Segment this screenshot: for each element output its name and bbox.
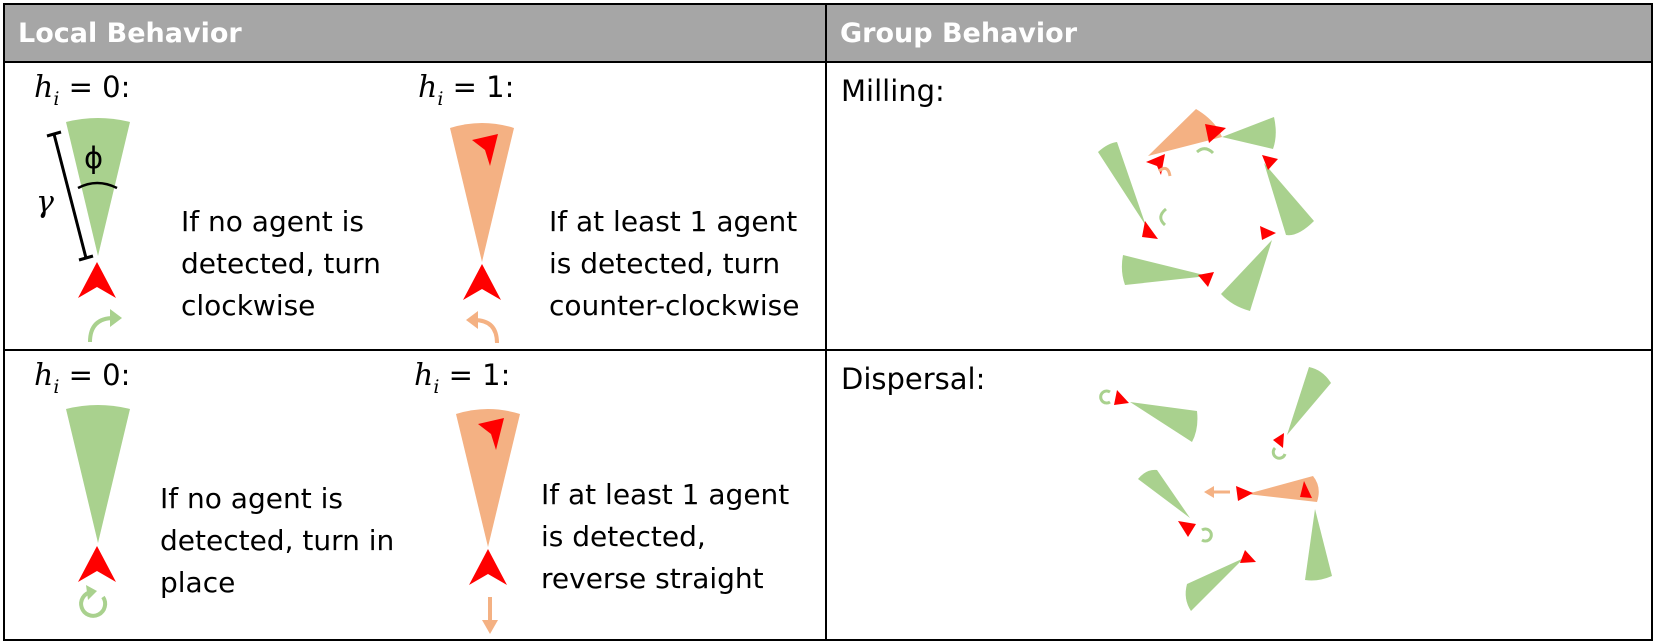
row1-right-cell: hi = 1: If at least 1 agent is detected,…	[418, 70, 799, 344]
table-grid	[3, 3, 1653, 641]
row2-left-h-label: hi = 0:	[34, 358, 130, 398]
row1-left-cell: hi = 0: ϕ γ If no agent is detected, tur…	[34, 70, 381, 343]
row1-group-cell: Milling:	[841, 74, 1314, 311]
row2-left-desc-line1: If no agent is	[160, 482, 343, 515]
row1-right-desc-line3: counter-clockwise	[549, 289, 799, 322]
row1-right-desc-line2: is detected, turn	[549, 247, 780, 280]
row2-left-desc-line3: place	[160, 566, 235, 599]
row1-left-desc-line2: detected, turn	[181, 247, 381, 280]
row1-left-desc-line3: clockwise	[181, 289, 315, 322]
row2-right-desc-line3: reverse straight	[541, 562, 764, 595]
range-bar	[52, 133, 88, 259]
row2-right-h-label: hi = 1:	[414, 358, 510, 398]
phi-label: ϕ	[84, 141, 103, 175]
table-header-row	[4, 4, 1652, 62]
detected-agent-marker	[472, 134, 498, 166]
dispersal-label: Dispersal:	[841, 362, 985, 396]
gamma-label: γ	[36, 185, 54, 220]
sensor-cone-green	[66, 405, 130, 543]
sensor-cone-orange	[456, 409, 520, 547]
milling-formation	[1098, 109, 1314, 311]
row2-group-cell: Dispersal:	[841, 362, 1332, 611]
row2-left-desc-line2: detected, turn in	[160, 524, 394, 557]
row1-left-desc-line1: If no agent is	[181, 205, 364, 238]
detected-agent-marker	[478, 418, 504, 450]
row1-left-h-label: hi = 0:	[34, 70, 130, 110]
turn-in-place-icon	[79, 590, 108, 618]
row2-right-cell: hi = 1: If at least 1 agent is detected,…	[414, 358, 789, 634]
agent-marker	[78, 262, 116, 298]
row2-right-desc-line1: If at least 1 agent	[541, 478, 789, 511]
milling-label: Milling:	[841, 74, 945, 108]
row2-right-desc-line2: is detected,	[541, 520, 706, 553]
row2-left-cell: hi = 0: If no agent is detected, turn in…	[34, 358, 394, 618]
agent-marker	[78, 546, 116, 582]
dispersal-formation	[1099, 367, 1332, 611]
sensor-cone-orange	[450, 123, 514, 262]
group-behavior-header: Group Behavior	[840, 18, 1078, 49]
row1-right-desc-line1: If at least 1 agent	[549, 205, 797, 238]
sensor-cone-green	[66, 118, 130, 256]
row1-right-h-label: hi = 1:	[418, 70, 514, 110]
local-behavior-header: Local Behavior	[18, 18, 242, 49]
agent-marker	[463, 264, 501, 300]
angle-arc	[77, 181, 118, 190]
agent-marker	[469, 549, 507, 585]
